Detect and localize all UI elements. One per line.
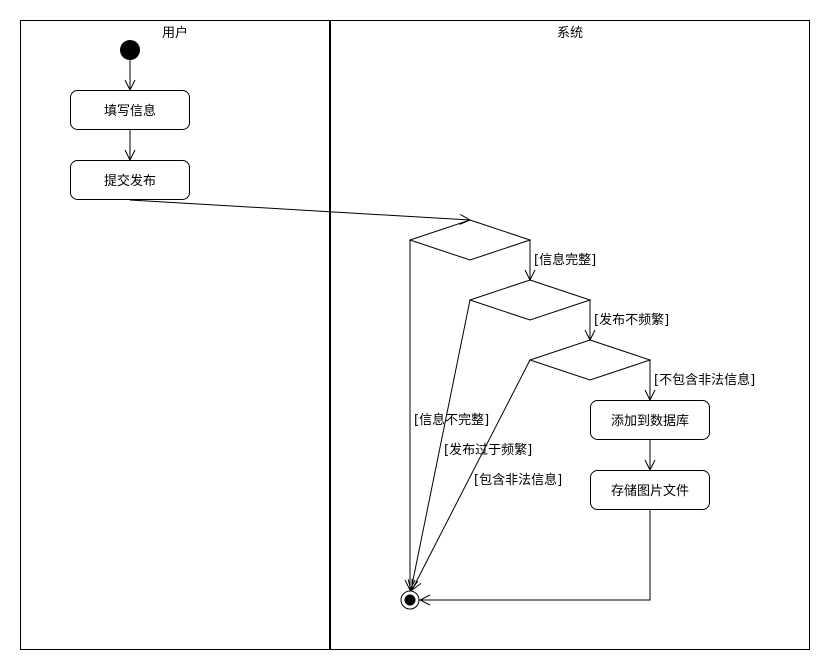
flow-store-to-final [420,510,651,600]
action-submit-publish-label: 提交发布 [104,173,156,189]
flow-has-illegal [412,359,531,590]
guard-has-illegal: [包含非法信息] [474,472,562,488]
guard-info-incomplete: [信息不完整] [414,412,489,428]
action-fill-info-label: 填写信息 [104,103,156,119]
lane-title-user: 用户 [162,25,188,41]
lane-title-system: 系统 [557,26,583,41]
action-fill-info: 填写信息 [70,90,190,130]
guard-no-illegal: [不包含非法信息] [654,372,755,388]
initial-node [120,40,140,60]
action-add-to-db-label: 添加到数据库 [611,413,689,429]
guard-info-complete: [信息完整] [534,252,596,268]
swimlane-frame [20,20,810,650]
guard-too-frequent: [发布过于频繁] [444,442,532,458]
final-node [400,590,420,610]
action-store-image: 存储图片文件 [590,470,710,510]
flow-too-frequent [411,299,471,590]
action-submit-publish: 提交发布 [70,160,190,200]
guard-not-frequent: [发布不频繁] [594,312,669,328]
decision-info-check [408,219,532,261]
flow-submit-to-decision1 [129,199,470,220]
decision-content-check [528,339,652,381]
action-store-image-label: 存储图片文件 [611,484,689,499]
action-add-to-db: 添加到数据库 [590,400,710,440]
decision-frequency-check [468,279,592,321]
